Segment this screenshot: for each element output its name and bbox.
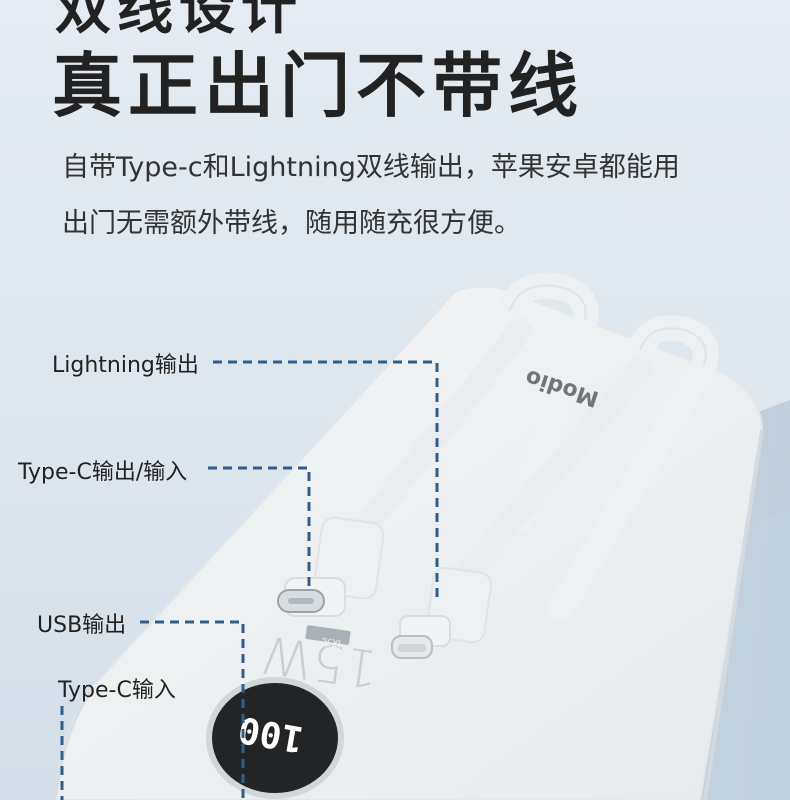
callout-lightning: Lightning输出 xyxy=(52,353,199,378)
leader-usb xyxy=(140,620,245,800)
leader-typec-io xyxy=(208,466,311,590)
mini-label-badge xyxy=(305,625,351,645)
typec-connector xyxy=(277,516,385,617)
description-line-2: 出门无需额外带线，随用随充很方便。 xyxy=(62,208,521,239)
cable-runs xyxy=(343,318,652,587)
callout-typec-io: Type-C输出/输入 xyxy=(18,460,188,485)
headline: 真正出门不带线 xyxy=(52,45,584,127)
cable-loops xyxy=(497,272,719,623)
description-line-1: 自带Type-c和Lightning双线输出，苹果安卓都能用 xyxy=(62,152,680,183)
leader-lightning xyxy=(213,360,439,600)
leader-lines xyxy=(60,360,439,800)
power-bank-body xyxy=(53,285,764,800)
lightning-connector xyxy=(391,566,493,659)
callout-typec-in: Type-C输入 xyxy=(58,678,176,703)
led-display: 100 xyxy=(206,677,344,799)
cut-off-heading: 双线设计 xyxy=(55,0,303,42)
mini-label: 快充 xyxy=(321,635,343,651)
callout-usb: USB输出 xyxy=(37,613,127,638)
description: 自带Type-c和Lightning双线输出，苹果安卓都能用 出门无需额外带线，… xyxy=(62,140,782,252)
